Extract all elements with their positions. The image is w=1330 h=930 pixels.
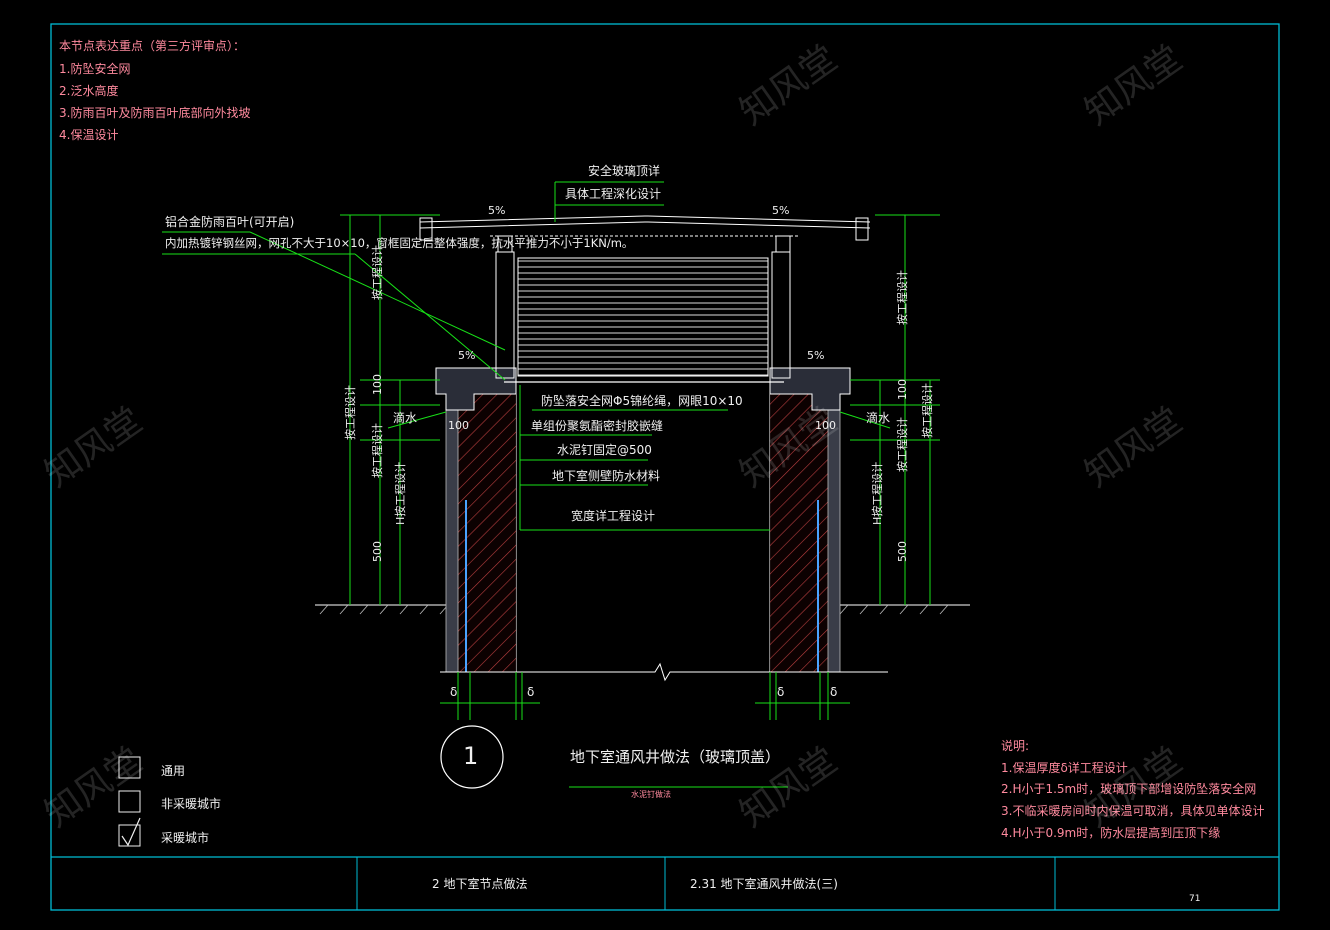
checkmark-icon [121, 817, 141, 847]
glass-roof [419, 215, 871, 253]
ground-hatch [319, 604, 949, 615]
slope-label-top-right: 5% [772, 204, 790, 217]
notes-heading: 说明: [1001, 739, 1030, 753]
delta-label-1: δ [450, 685, 458, 699]
vdim-by-project-right-3: 按工程设计 [896, 417, 909, 472]
title-block-chapter: 2 地下室节点做法 [432, 877, 528, 891]
vdim-h-left: H按工程设计 [394, 461, 407, 525]
callout-louver-2: 内加热镀锌钢丝网，网孔不大于10×10，窗框固定后整体强度，抗水平推力不小于1K… [165, 236, 634, 250]
slope-label-left: 5% [458, 349, 476, 362]
review-note-2: 2.泛水高度 [59, 84, 119, 98]
detail-subtitle: 水泥钉做法 [631, 790, 671, 799]
callout-net: 防坠落安全网Φ5锦纶绳，网眼10×10 [541, 394, 743, 408]
leader-lines [162, 181, 891, 788]
detail-number: 1 [463, 742, 479, 770]
break-line [440, 662, 888, 682]
detail-number-circle [440, 725, 504, 789]
legend-box-general[interactable] [118, 756, 141, 779]
vdim-by-project-left-2: 按工程设计 [344, 385, 357, 440]
vdim-by-project-left-3: 按工程设计 [371, 423, 384, 478]
note-3: 3.不临采暖房间时内保温可取消，具体见单体设计 [1001, 804, 1265, 818]
drip-left: 滴水 [393, 411, 418, 425]
dim-100-inner-left: 100 [448, 419, 469, 432]
legend-label-heating: 采暖城市 [161, 831, 210, 845]
slope-label-right: 5% [807, 349, 825, 362]
note-2: 2.H小于1.5m时，玻璃顶下部增设防坠落安全网 [1001, 782, 1257, 796]
slope-label-top-left: 5% [488, 204, 506, 217]
callout-sealant: 单组份聚氨酯密封胶嵌缝 [531, 419, 664, 433]
delta-label-4: δ [830, 685, 838, 699]
callout-width: 宽度详工程设计 [571, 509, 656, 523]
note-1: 1.保温厚度δ详工程设计 [1001, 761, 1128, 775]
title-block-page: 71 [1189, 894, 1201, 904]
vdim-h-right: H按工程设计 [871, 461, 884, 525]
drip-right: 滴水 [866, 411, 891, 425]
left-wall [435, 367, 517, 673]
legend-box-heating[interactable] [118, 824, 141, 847]
louver-assembly [495, 251, 791, 383]
callout-waterproof: 地下室侧壁防水材料 [552, 469, 661, 483]
vdim-by-project-right-1: 按工程设计 [896, 270, 909, 325]
legend-label-general: 通用 [161, 764, 186, 778]
vdim-by-project-left-1: 按工程设计 [371, 245, 384, 300]
callout-glass-top: 安全玻璃顶详 [588, 164, 661, 178]
delta-label-3: δ [777, 685, 785, 699]
callout-glass-top-2: 具体工程深化设计 [565, 187, 662, 201]
callout-louver-1: 铝合金防雨百叶(可开启) [165, 215, 295, 229]
review-note-4: 4.保温设计 [59, 128, 119, 142]
note-4: 4.H小于0.9m时，防水层提高到压顶下缘 [1001, 826, 1221, 840]
legend-label-non-heating: 非采暖城市 [161, 797, 222, 811]
dim-100-inner-right: 100 [815, 419, 836, 432]
review-notes-heading: 本节点表达重点（第三方评审点）： [59, 39, 246, 53]
vdim-500-right: 500 [896, 541, 909, 562]
legend-box-non-heating[interactable] [118, 790, 141, 813]
vdim-100-left: 100 [371, 374, 384, 395]
vdim-500-left: 500 [371, 541, 384, 562]
review-note-3: 3.防雨百叶及防雨百叶底部向外找坡 [59, 106, 251, 120]
title-block-section: 2.31 地下室通风井做法(三) [690, 877, 838, 891]
dimension-lines [340, 214, 940, 720]
review-note-1: 1.防坠安全网 [59, 62, 131, 76]
vdim-100-right: 100 [896, 379, 909, 400]
delta-label-2: δ [527, 685, 535, 699]
callout-nail: 水泥钉固定@500 [557, 443, 652, 457]
vdim-by-project-right-2: 按工程设计 [921, 383, 934, 438]
detail-title: 地下室通风井做法（玻璃顶盖） [570, 748, 781, 766]
